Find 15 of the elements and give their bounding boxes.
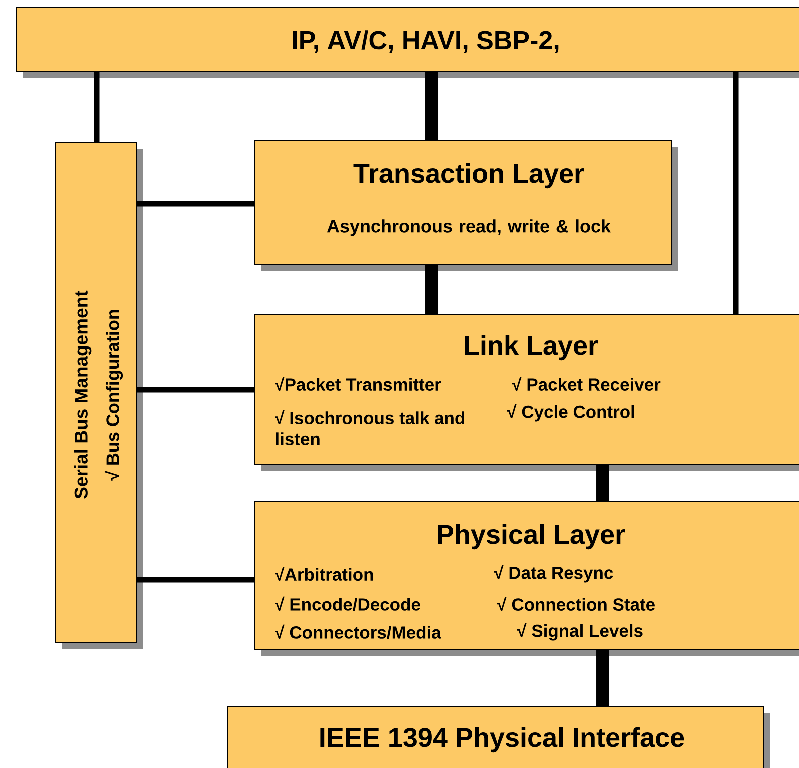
layer-box: Transaction Layer Asynchronous read, write & lock	[254, 140, 678, 271]
connector-line	[596, 650, 610, 706]
interface-box: IEEE 1394 Physical Interface	[228, 706, 770, 768]
connector-line	[94, 72, 100, 142]
connector-line	[138, 387, 254, 393]
connector-line	[733, 72, 739, 314]
connector-line	[138, 577, 254, 583]
connector-line	[426, 72, 438, 140]
protocol-box: IP, AV/C, HAVI, SBP-2,	[16, 8, 799, 78]
connector-line	[596, 466, 610, 502]
management-box: Serial Bus Management √ Bus Configuration	[56, 142, 143, 649]
layer-box: Link Layer √Packet Transmitter √ Packet Receiver √ Isochronous talk and listen √ Cycle Control	[254, 314, 799, 471]
layer-box: Physical Layer √Arbitration √ Data Resync √ Encode/Decode √ Connection State √ Connectors/Media √ Signal Levels	[254, 502, 799, 656]
connector-line	[426, 266, 438, 314]
connector-line	[138, 201, 254, 207]
